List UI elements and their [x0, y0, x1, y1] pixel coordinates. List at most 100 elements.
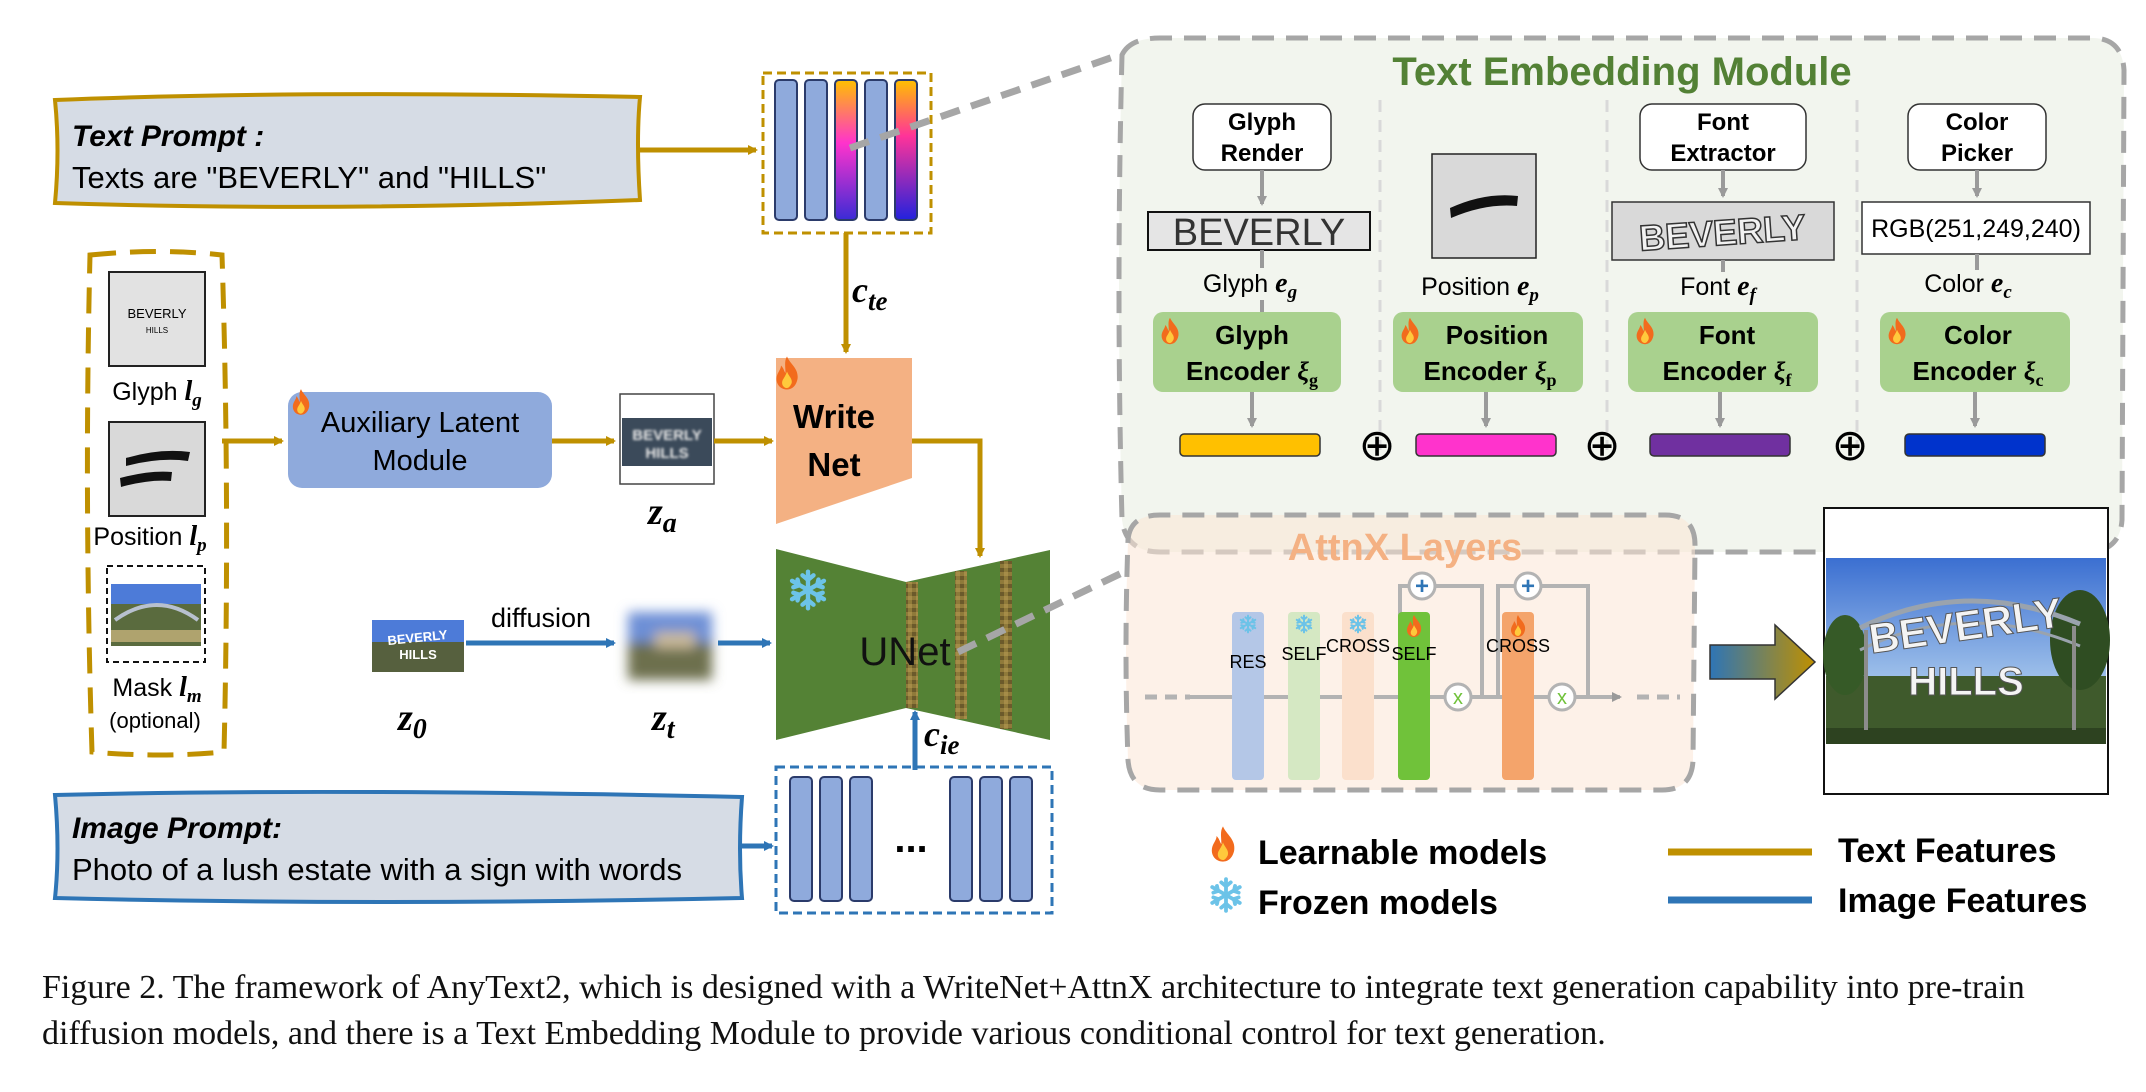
- svg-text:Encoder ξf: Encoder ξf: [1663, 356, 1793, 390]
- color-picker-box: Color Picker: [1907, 103, 2047, 171]
- legend-learnable: Learnable models: [1258, 834, 1547, 872]
- zt-thumbnail: [622, 596, 718, 690]
- attnx-layers: AttnX Layers RES SELF CROSS SELF: [1123, 512, 1698, 793]
- text-prompt-text: Texts are "BEVERLY" and "HILLS": [72, 160, 546, 195]
- glyph-condition-label: Glyph lg: [112, 376, 202, 411]
- color-embedding-bar: [1904, 433, 2046, 457]
- svg-text:Glyph: Glyph: [1228, 109, 1296, 136]
- svg-text:x: x: [1453, 687, 1463, 709]
- text-embedding-module: Text Embedding Module Glyph Render BEVER…: [1116, 35, 2127, 555]
- writenet-to-unet-arrow: [912, 438, 985, 558]
- za-thumbnail: BEVERLY HILLS: [619, 393, 715, 485]
- svg-text:Picker: Picker: [1941, 140, 2013, 167]
- oplus-1: ⊕: [1359, 421, 1396, 470]
- legend-text-features: Text Features: [1838, 832, 2057, 870]
- position-condition-label: Position lp: [93, 521, 206, 556]
- svg-text:SELF: SELF: [1281, 644, 1326, 664]
- condition-column: BEVERLY HILLS Glyph lg Position lp Mask …: [84, 249, 230, 758]
- fire-icon: [1211, 826, 1235, 862]
- legend: Learnable models Frozen models Text Feat…: [1210, 826, 2087, 922]
- svg-text:...: ...: [894, 817, 927, 861]
- svg-text:BEVERLY: BEVERLY: [127, 306, 186, 321]
- output-image: BEVERLY HILLS: [1823, 507, 2110, 795]
- font-encoder-block: Font Encoder ξf: [1628, 312, 1818, 392]
- svg-text:Color: Color: [1944, 320, 2012, 350]
- svg-text:Auxiliary Latent: Auxiliary Latent: [321, 407, 519, 439]
- svg-text:Font: Font: [1697, 109, 1749, 136]
- svg-text:x: x: [1557, 687, 1567, 709]
- svg-text:Net: Net: [807, 446, 860, 483]
- mask-optional-note: (optional): [109, 708, 201, 733]
- svg-text:HILLS: HILLS: [146, 326, 168, 335]
- z-a-label: za: [646, 491, 677, 539]
- color-embedding-label: Color ec: [1924, 268, 2012, 303]
- tem-link-dashed: [848, 50, 1124, 152]
- attnx-cross-frozen-block: CROSS: [1326, 612, 1390, 780]
- position-embedding-label: Position ep: [1421, 271, 1539, 306]
- svg-text:Encoder ξp: Encoder ξp: [1424, 356, 1557, 390]
- diffusion-label: diffusion: [491, 603, 591, 633]
- attnx-self-learnable-block: SELF: [1391, 612, 1437, 780]
- z-t-label: zt: [650, 697, 676, 745]
- glyph-thumbnail: BEVERLY HILLS: [108, 271, 206, 367]
- rgb-value-box: RGB(251,249,240): [1861, 201, 2091, 255]
- writenet-block: Write Net: [776, 356, 912, 524]
- svg-text:+: +: [1521, 573, 1535, 600]
- text-prompt-box: Text Prompt : Texts are "BEVERLY" and "H…: [52, 92, 643, 209]
- svg-text:CROSS: CROSS: [1486, 636, 1550, 656]
- color-encoder-block: Color Encoder ξc: [1880, 312, 2070, 392]
- residual-add-1: +: [1407, 571, 1437, 601]
- svg-text:Render: Render: [1221, 140, 1304, 167]
- oplus-3: ⊕: [1832, 421, 1869, 470]
- tem-title: Text Embedding Module: [1392, 50, 1851, 94]
- position-sample: [1431, 153, 1537, 259]
- svg-text:BEVERLY: BEVERLY: [1638, 206, 1807, 259]
- unet-block: UNet: [776, 549, 1050, 740]
- font-extractor-box: Font Extractor: [1639, 103, 1807, 171]
- gate-multiply-1: x: [1443, 682, 1473, 712]
- glyph-render-sample: BEVERLY: [1147, 211, 1371, 254]
- svg-text:Position: Position: [1446, 320, 1549, 350]
- attnx-cross-learnable-block: CROSS: [1486, 612, 1550, 780]
- font-embedding-label: Font ef: [1680, 271, 1757, 306]
- legend-frozen: Frozen models: [1258, 884, 1498, 922]
- residual-add-2: +: [1513, 571, 1543, 601]
- svg-text:BEVERLY: BEVERLY: [1173, 212, 1345, 254]
- position-encoder-block: Position Encoder ξp: [1393, 312, 1583, 392]
- svg-text:HILLS: HILLS: [1908, 660, 2024, 704]
- position-thumbnail: [108, 421, 206, 517]
- svg-text:HILLS: HILLS: [399, 647, 437, 662]
- svg-text:Encoder ξg: Encoder ξg: [1186, 356, 1318, 390]
- image-feature-stack: ...: [774, 765, 1054, 915]
- font-sample: BEVERLY: [1611, 201, 1835, 261]
- mask-condition-label: Mask lm: [112, 672, 201, 707]
- image-prompt-title: Image Prompt:: [72, 812, 282, 845]
- svg-text:RGB(251,249,240): RGB(251,249,240): [1871, 215, 2081, 243]
- attnx-self-frozen-block: SELF: [1281, 612, 1327, 780]
- text-prompt-title: Text Prompt :: [72, 120, 264, 153]
- svg-text:SELF: SELF: [1391, 644, 1436, 664]
- glyph-embedding-label: Glyph eg: [1203, 268, 1297, 303]
- glyph-embedding-bar: [1179, 433, 1321, 457]
- svg-text:Extractor: Extractor: [1670, 140, 1775, 167]
- auxiliary-latent-module: Auxiliary Latent Module: [288, 389, 552, 488]
- svg-text:CROSS: CROSS: [1326, 636, 1390, 656]
- svg-text:BEVERLY: BEVERLY: [387, 627, 449, 648]
- attnx-title: AttnX Layers: [1288, 527, 1522, 569]
- font-embedding-bar: [1649, 433, 1791, 457]
- svg-text:Write: Write: [793, 398, 875, 435]
- gate-multiply-2: x: [1547, 682, 1577, 712]
- z-0-label: z0: [396, 697, 427, 745]
- z0-thumbnail: BEVERLY HILLS: [370, 596, 466, 690]
- svg-text:HILLS: HILLS: [645, 445, 688, 462]
- mask-thumbnail: [106, 565, 206, 663]
- svg-text:+: +: [1415, 573, 1429, 600]
- c-te-label: cte: [852, 270, 887, 316]
- glyph-encoder-block: Glyph Encoder ξg: [1153, 312, 1341, 392]
- svg-text:Color: Color: [1946, 109, 2009, 136]
- image-prompt-box: Image Prompt: Photo of a lush estate wit…: [52, 789, 745, 904]
- svg-text:RES: RES: [1229, 652, 1266, 672]
- legend-image-features: Image Features: [1838, 882, 2087, 920]
- image-prompt-text: Photo of a lush estate with a sign with …: [72, 852, 682, 887]
